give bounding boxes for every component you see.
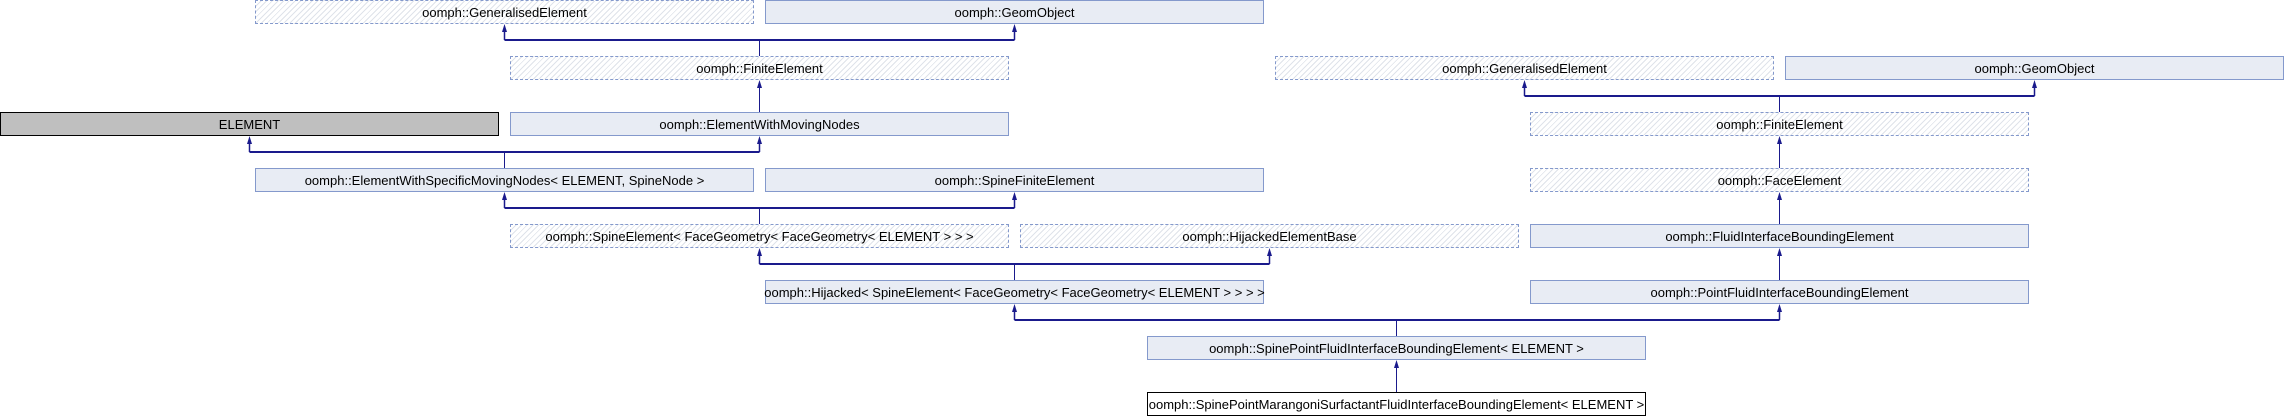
inheritance-arrowhead (2032, 80, 2037, 88)
node-element: ELEMENT (0, 112, 499, 136)
inheritance-arrowhead (1777, 192, 1782, 200)
node-spine-element[interactable]: oomph::SpineElement< FaceGeometry< FaceG… (510, 224, 1009, 248)
inheritance-arrowhead (1012, 304, 1017, 312)
node-spine-point-marangoni-surfactant-element: oomph::SpinePointMarangoniSurfactantFlui… (1147, 392, 1646, 416)
inheritance-arrowhead (1777, 304, 1782, 312)
inheritance-arrowhead (1777, 248, 1782, 256)
inheritance-arrowhead (1012, 24, 1017, 32)
node-spine-finite-element[interactable]: oomph::SpineFiniteElement (765, 168, 1264, 192)
inheritance-arrowhead (757, 80, 762, 88)
inheritance-arrowhead (757, 248, 762, 256)
node-geom-object[interactable]: oomph::GeomObject (765, 0, 1264, 24)
inheritance-arrowhead (757, 136, 762, 144)
inheritance-arrowhead (1012, 192, 1017, 200)
inheritance-arrowhead (1777, 136, 1782, 144)
node-finite-element[interactable]: oomph::FiniteElement (510, 56, 1009, 80)
node-hijacked[interactable]: oomph::Hijacked< SpineElement< FaceGeome… (764, 280, 1265, 304)
node-element-with-specific-moving-nodes[interactable]: oomph::ElementWithSpecificMovingNodes< E… (255, 168, 754, 192)
node-hijacked-element-base[interactable]: oomph::HijackedElementBase (1020, 224, 1519, 248)
inheritance-arrowhead (1394, 360, 1399, 368)
node-spine-point-fluid-interface-bounding-element[interactable]: oomph::SpinePointFluidInterfaceBoundingE… (1147, 336, 1646, 360)
inheritance-arrowhead (1267, 248, 1272, 256)
inheritance-arrowhead (502, 192, 507, 200)
node-geom-object-2[interactable]: oomph::GeomObject (1785, 56, 2284, 80)
inheritance-arrowhead (1522, 80, 1527, 88)
node-finite-element-2[interactable]: oomph::FiniteElement (1530, 112, 2029, 136)
node-element-with-moving-nodes[interactable]: oomph::ElementWithMovingNodes (510, 112, 1009, 136)
node-point-fluid-interface-bounding-element[interactable]: oomph::PointFluidInterfaceBoundingElemen… (1530, 280, 2029, 304)
node-generalised-element[interactable]: oomph::GeneralisedElement (255, 0, 754, 24)
node-generalised-element-2[interactable]: oomph::GeneralisedElement (1275, 56, 1774, 80)
node-face-element[interactable]: oomph::FaceElement (1530, 168, 2029, 192)
inheritance-arrowhead (502, 24, 507, 32)
inheritance-arrowhead (247, 136, 252, 144)
node-fluid-interface-bounding-element[interactable]: oomph::FluidInterfaceBoundingElement (1530, 224, 2029, 248)
